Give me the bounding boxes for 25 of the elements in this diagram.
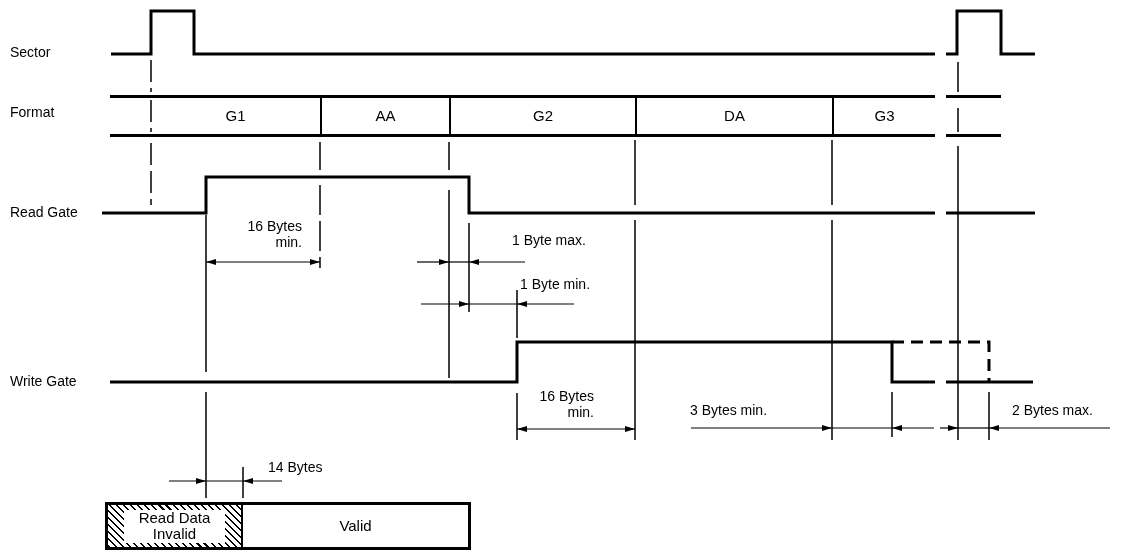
timing-label: 16 Bytes min.: [538, 388, 594, 421]
format-field: [449, 95, 635, 137]
field-label: Valid: [339, 517, 372, 535]
timing-label: 14 Bytes: [268, 459, 323, 476]
format-field: [832, 95, 935, 137]
signal-name: Read Gate: [10, 204, 78, 221]
signal-name: Format: [10, 104, 55, 121]
timing-label: 16 Bytes min.: [246, 218, 302, 251]
timing-label: 2 Bytes max.: [1012, 402, 1093, 419]
data-box: [243, 502, 471, 550]
field-label: G1: [225, 107, 246, 125]
timing-label: 1 Byte min.: [520, 276, 591, 293]
field-label: AA: [375, 107, 396, 125]
format-field: [151, 95, 320, 137]
field-label: DA: [724, 107, 745, 125]
format-field: [635, 95, 832, 137]
format-field: [320, 95, 449, 137]
timing-label: 3 Bytes min.: [690, 402, 768, 419]
timing-label: 1 Byte max.: [512, 232, 586, 249]
field-label: G2: [533, 107, 553, 125]
field-label: G3: [874, 107, 895, 125]
signal-name: Write Gate: [10, 373, 77, 390]
hatched-data-box: [105, 502, 244, 550]
field-label: Read Data Invalid: [124, 509, 225, 543]
signal-name: Sector: [10, 44, 51, 61]
